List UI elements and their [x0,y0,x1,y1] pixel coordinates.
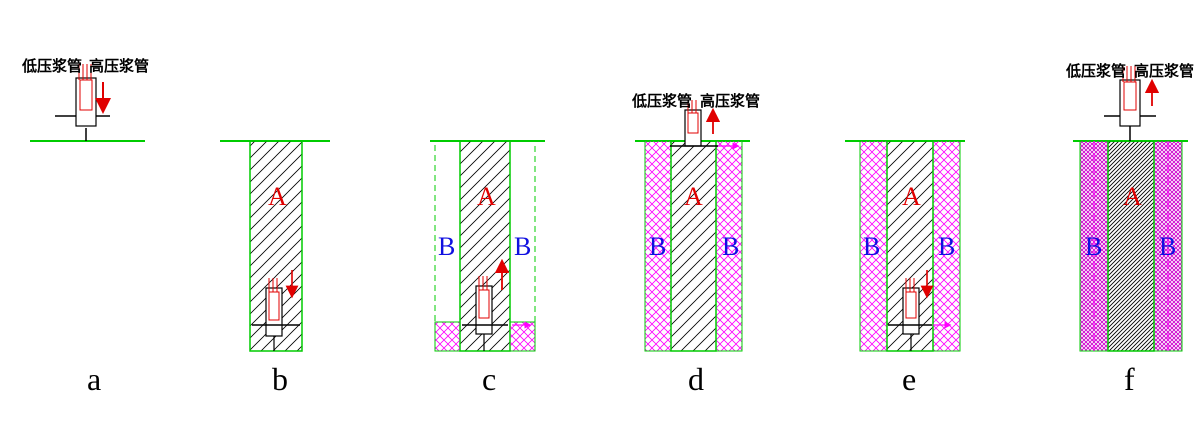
column-a [1107,140,1155,352]
grouting-rig [462,276,508,351]
zone-b-right-label: B [514,232,531,261]
step-label-f: f [1124,361,1135,397]
low-pressure-pipe-label: 低压浆管 [21,57,82,75]
step-label-a: a [87,361,101,397]
zone-b-left-label: B [1085,232,1102,261]
panel-c: A B B c [430,140,545,397]
grouting-rig [670,100,718,147]
zone-a-label: A [477,182,496,211]
step-label-c: c [482,361,496,397]
zone-b-right-label: B [722,232,739,261]
grouting-rig [252,278,300,351]
zone-b-right-label: B [1159,232,1176,261]
grouting-rig [1104,66,1156,141]
grouting-rig [888,278,932,351]
high-pressure-pipe-label: 高压浆管 [1134,62,1194,80]
grouting-rig [55,64,110,141]
zone-a-label: A [684,182,703,211]
zone-b-left-label: B [649,232,666,261]
column-a [670,140,717,352]
zone-a-label: A [1123,182,1142,211]
zone-b-right [715,140,743,352]
zone-a-label: A [268,182,287,211]
zone-b-right-label: B [938,232,955,261]
panel-d: A B B 低压浆管 高压浆管 d [631,92,760,397]
zone-a-label: A [902,182,921,211]
step-label-b: b [272,361,288,397]
zone-b-left-base [434,321,461,352]
panel-b: A b [220,140,330,397]
panel-f: A B B 低压浆管 高压浆管 f [1065,62,1194,397]
high-pressure-pipe-label: 高压浆管 [700,92,760,110]
step-label-e: e [902,361,916,397]
low-pressure-pipe-label: 低压浆管 [631,92,692,110]
zone-b-left-label: B [438,232,455,261]
zone-b-left-label: B [863,232,880,261]
step-label-d: d [688,361,704,397]
panel-e: A B B e [845,140,965,397]
panel-a: 低压浆管 高压浆管 a [21,57,149,397]
zone-b-right-base [509,321,536,352]
zone-b-left [644,140,672,352]
low-pressure-pipe-label: 低压浆管 [1065,62,1126,80]
high-pressure-pipe-label: 高压浆管 [89,57,149,75]
